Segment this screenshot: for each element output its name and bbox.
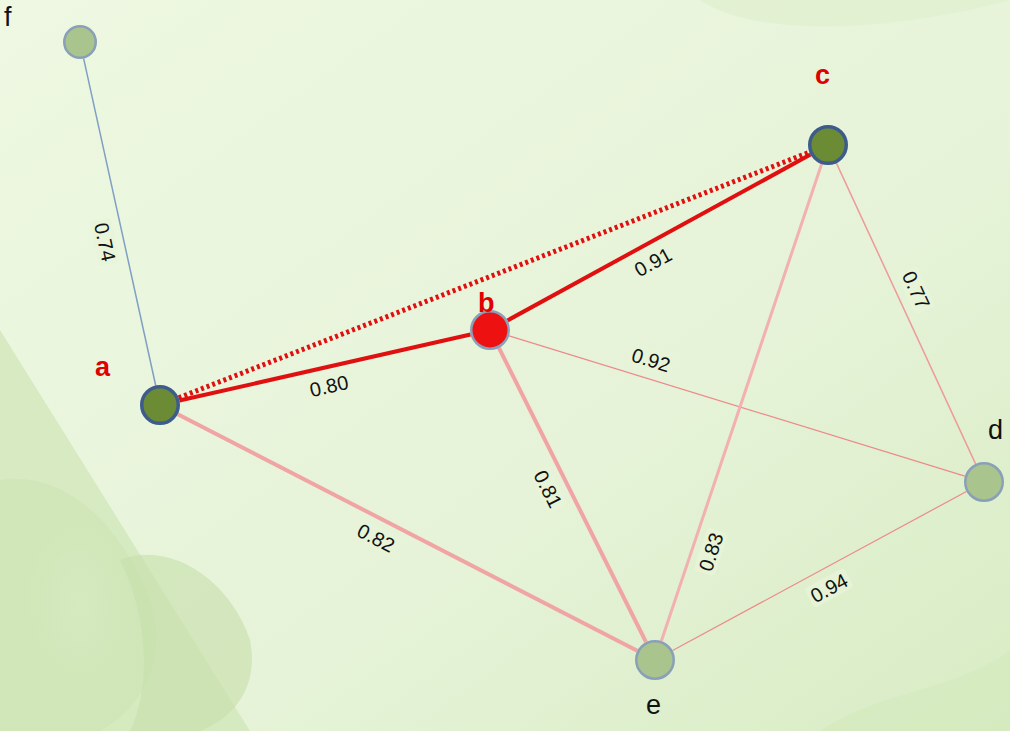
edge-weight: 0.94 [804,567,854,608]
dotted-path-line [179,152,810,397]
graph-node: f [63,25,97,59]
ground-band [700,0,1010,26]
weighted-edge [509,336,965,476]
node-circle-canvas [964,462,1004,502]
flower-shape [120,555,252,731]
graph-node: a [140,385,180,425]
edge-weight: 0.91 [628,242,678,283]
edge-weight: 0.83 [694,527,729,577]
edge-weight: 0.74 [89,218,120,267]
node-circle-canvas [140,385,180,425]
edge-weight: 0.92 [627,343,676,377]
node-circle [810,127,847,164]
node-letter: d [988,415,1003,445]
node-circle [142,387,179,424]
weighted-edge [508,155,811,321]
weighted-edge [178,414,637,651]
node-circle-canvas [63,25,97,59]
node-circle-canvas [808,125,848,165]
ground-band [820,650,1010,731]
node-circle [64,26,96,58]
graph-node: c [808,125,848,165]
weighted-edge [836,163,975,464]
graph-node: b [470,310,510,350]
node-circle [636,641,674,679]
node-letter: a [95,352,110,382]
node-letter: c [815,60,830,90]
node-letter: e [646,690,661,720]
weighted-edge [661,164,821,641]
node-circle [965,463,1003,501]
graph-node: e [635,640,675,680]
weighted-edge [84,59,156,386]
node-letter: b [478,288,495,318]
graph-node: d [964,462,1004,502]
weighted-edge [673,492,967,651]
node-letter: f [4,2,12,32]
edge-weight: 0.82 [351,517,401,557]
weighted-edge [499,348,646,642]
flower-shape [0,479,156,731]
edge-weight: 0.77 [897,265,936,315]
node-circle-canvas [635,640,675,680]
edge-weight: 0.80 [305,370,354,401]
edge-weight: 0.81 [528,464,568,514]
